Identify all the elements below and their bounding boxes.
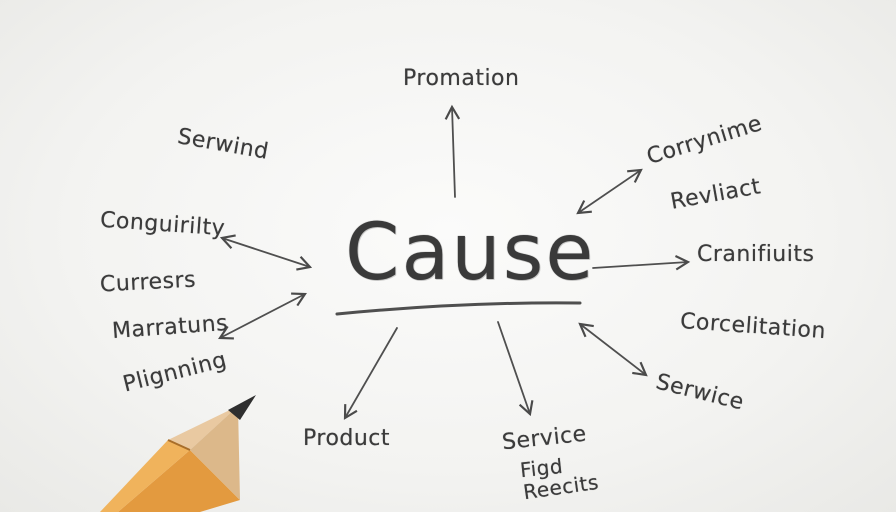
center-word: Cause: [345, 208, 596, 298]
word-product: Product: [303, 426, 391, 451]
arrow-cranifiuits: [592, 255, 691, 271]
arrow-product: [343, 327, 398, 420]
word-cranifiuits: Cranifiuits: [697, 242, 815, 267]
arrow-conguirilty: [219, 234, 313, 271]
arrow-serwice: [578, 322, 648, 377]
arrow-corrynime: [576, 168, 643, 215]
word-promation: Promation: [403, 66, 520, 91]
arrow-marratuns: [218, 292, 307, 340]
word-curresrs: Curresrs: [99, 267, 197, 298]
pencil-icon: [100, 395, 256, 512]
arrow-service-bottom: [497, 321, 534, 417]
cause-underline: [335, 301, 582, 316]
arrow-promation: [444, 104, 461, 198]
